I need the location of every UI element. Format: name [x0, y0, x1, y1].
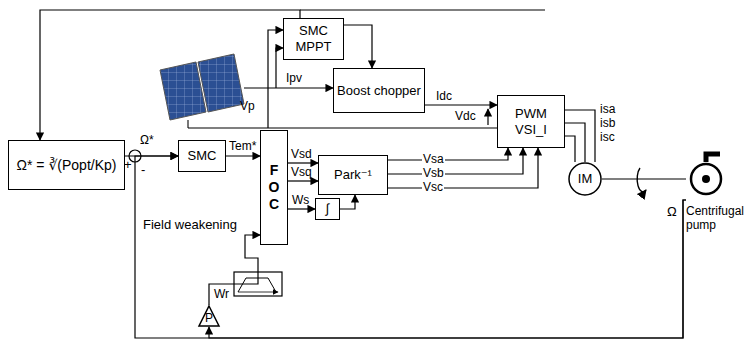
signal-connector	[565, 123, 585, 162]
sign-mark: -	[141, 163, 145, 176]
inverter-box: PWM VSI_I	[497, 95, 565, 148]
signal-name: Idc	[436, 90, 452, 103]
signal-name: isc	[600, 131, 615, 144]
signal-connector	[135, 156, 686, 338]
rotation-arrow	[637, 168, 646, 192]
controller-box: SMC MPPT	[283, 18, 344, 60]
signal-connector	[388, 148, 523, 174]
gain-triangle: P	[198, 305, 220, 327]
signal-name: isb	[600, 117, 615, 130]
block-label: IM	[578, 171, 592, 187]
block-label: Park⁻¹	[334, 167, 372, 183]
foc-box: F O C	[260, 130, 288, 245]
signal-connector	[209, 235, 260, 305]
block-label: P	[205, 311, 213, 325]
signal-connector	[388, 148, 538, 188]
block-label: PWM VSI_I	[498, 106, 564, 137]
transform-box: Park⁻¹	[318, 155, 388, 195]
signal-connector	[288, 180, 318, 181]
signal-name: Wr	[214, 288, 229, 301]
signal-name: Vp	[240, 100, 255, 113]
signal-name: Vsd	[291, 148, 312, 161]
signal-name: Ws	[292, 194, 309, 207]
block-label: F O C	[267, 162, 281, 212]
sign-mark: +	[124, 158, 132, 171]
signal-connector	[288, 162, 318, 163]
block-label: Ω* = ∛(Popt/Kp)	[17, 157, 117, 174]
block-name: Field weakening	[143, 218, 237, 231]
signal-connector	[425, 104, 497, 105]
signal-name: isa	[600, 103, 615, 116]
signal-connector	[565, 136, 575, 162]
signal-name: Vsb	[422, 167, 445, 180]
pump-symbol: Centrifugal pump	[686, 140, 748, 240]
signal-name: Vsa	[422, 153, 445, 166]
signal-connector	[565, 110, 595, 162]
signal-connector	[226, 155, 260, 156]
converter-box: Boost chopper	[333, 68, 425, 113]
signal-connector	[288, 208, 315, 209]
block-label: Centrifugal pump	[686, 204, 748, 233]
signal-name: Vdc	[455, 110, 476, 123]
signal-connector	[388, 148, 508, 160]
signal-connector	[344, 25, 372, 68]
block-label: SMC MPPT	[284, 23, 343, 54]
motor-circle: IM	[568, 162, 602, 196]
signal-name: Ω*	[140, 134, 154, 147]
signal-name: Ω	[667, 205, 677, 218]
signal-connector	[40, 10, 300, 140]
pv-panels	[160, 54, 244, 128]
signal-connector	[602, 178, 686, 179]
signal-name: Vsc	[422, 181, 444, 194]
block-label: Boost chopper	[337, 83, 421, 99]
signal-name: Tem*	[229, 140, 256, 153]
block-label: SMC	[188, 148, 217, 164]
block-label: ∫	[326, 201, 330, 217]
controller-box: SMC	[178, 140, 226, 172]
signal-connector	[340, 195, 355, 209]
pv-wires	[188, 10, 545, 128]
integrator-box: ∫	[315, 198, 340, 220]
signal-name: Vsq	[291, 166, 312, 179]
reference-formula-box: Ω* = ∛(Popt/Kp)	[8, 140, 125, 190]
signal-name: Ipv	[286, 72, 302, 85]
